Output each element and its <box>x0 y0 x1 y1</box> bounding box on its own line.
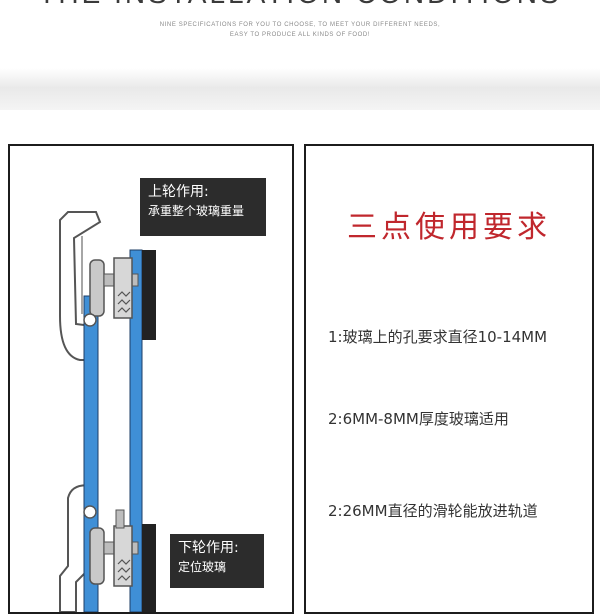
requirement-item-2: 2:6MM-8MM厚度玻璃适用 <box>328 410 509 428</box>
roller-track-diagram <box>59 211 156 612</box>
bottom-bolt <box>115 509 125 529</box>
header-title: THE INSTALLATION CONDITIONS <box>0 0 600 10</box>
bottom-wheel-callout: 下轮作用: 定位玻璃 <box>170 534 264 588</box>
top-track-profile <box>59 211 102 361</box>
top-wheel-callout-title: 上轮作用: <box>148 184 209 200</box>
bottom-roller-wheel <box>89 527 105 585</box>
top-wheel-callout: 上轮作用: 承重整个玻璃重量 <box>140 178 266 236</box>
requirements-title: 三点使用要求 <box>347 210 551 245</box>
bottom-roller-spring <box>117 559 131 581</box>
header-banner: THE INSTALLATION CONDITIONS NINE SPECIFI… <box>0 0 600 110</box>
bottom-roller-ball <box>83 505 97 519</box>
header-subtitle-line2: EASY TO PRODUCE ALL KINDS OF FOOD! <box>229 32 371 38</box>
top-wheel-callout-desc: 承重整个玻璃重量 <box>148 204 245 218</box>
bottom-wheel-callout-desc: 定位玻璃 <box>178 560 227 574</box>
bottom-wheel-callout-title: 下轮作用: <box>178 540 239 556</box>
glass-panel-inner <box>129 249 143 612</box>
top-roller-wheel <box>89 259 105 317</box>
top-bracket <box>142 250 156 340</box>
installation-diagram-panel: 上轮作用: 承重整个玻璃重量 下轮作用: 定位玻璃 <box>8 144 294 614</box>
requirements-panel: 三点使用要求 1:玻璃上的孔要求直径10-14MM 2:6MM-8MM厚度玻璃适… <box>304 144 594 614</box>
header-subtitle-line1: NINE SPECIFICATIONS FOR YOU TO CHOOSE, T… <box>159 22 441 28</box>
requirement-item-1: 1:玻璃上的孔要求直径10-14MM <box>328 328 548 346</box>
top-roller-spring <box>117 291 131 313</box>
bottom-bracket <box>142 524 156 612</box>
top-roller-ball <box>83 313 97 327</box>
requirement-item-3: 2:26MM直径的滑轮能放进轨道 <box>328 502 538 520</box>
